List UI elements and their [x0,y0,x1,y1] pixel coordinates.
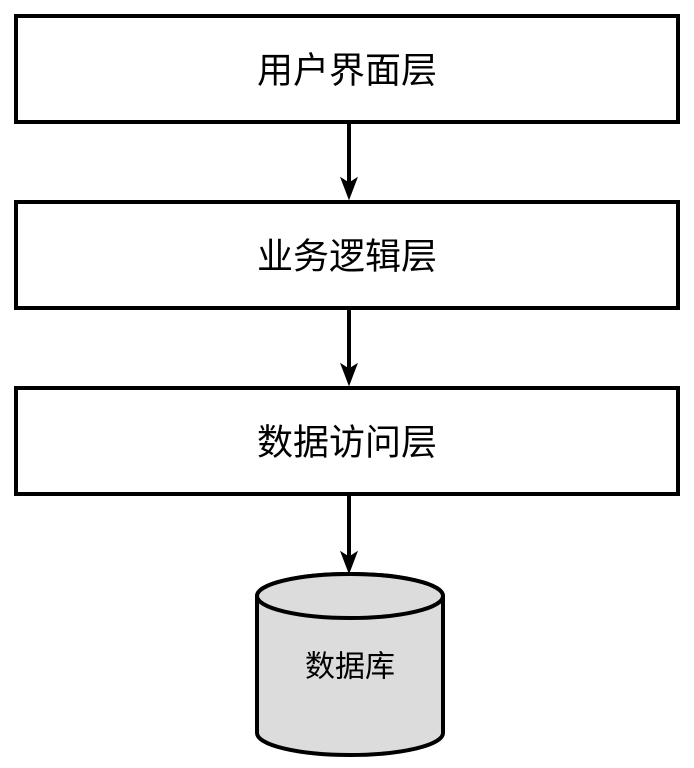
node-database[interactable]: 数据库 [255,572,445,757]
edge-3-arrowhead [340,550,358,575]
data-access-layer-rect [14,386,680,496]
business-layer-label: 业务逻辑层 [257,236,437,277]
ui-layer-rect [14,14,680,124]
node-ui-layer[interactable]: 用户界面层 [14,14,680,124]
ui-layer-label: 用户界面层 [257,50,437,91]
node-business-layer[interactable]: 业务逻辑层 [14,200,680,310]
business-layer-rect [14,200,680,310]
data-access-layer-label: 数据访问层 [257,422,437,463]
edge-business-to-data-access [340,310,358,387]
edge-ui-to-business [340,124,358,201]
database-label: 数据库 [305,651,395,684]
node-data-access-layer[interactable]: 数据访问层 [14,386,680,496]
database-cylinder-top [255,572,445,620]
edge-data-access-to-database [340,496,358,575]
edge-2-arrowhead [340,362,358,387]
edge-1-arrowhead [340,176,358,201]
